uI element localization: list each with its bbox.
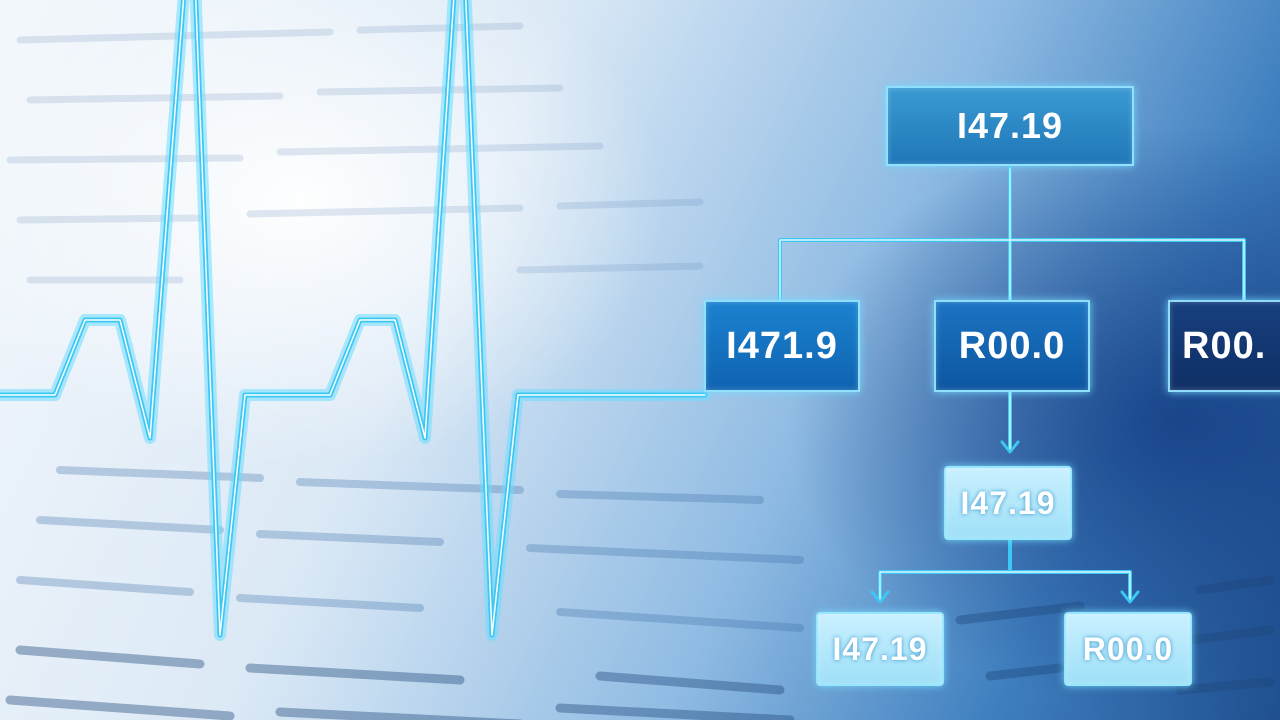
- ecg-core: [0, 0, 706, 636]
- level1-code-box-center: R00.0: [934, 300, 1090, 392]
- child-code-label: I47.19: [960, 484, 1056, 521]
- arrowhead-leaf-right: [1120, 590, 1140, 604]
- leaf-code-box-left: I47.19: [816, 612, 944, 686]
- arrowhead-child: [1000, 440, 1020, 454]
- root-code-box: I47.19: [886, 86, 1134, 166]
- arrowhead-leaf-left: [870, 590, 890, 604]
- leaf-code-label: I47.19: [832, 630, 928, 667]
- level1-code-box-right: R00.: [1168, 300, 1280, 392]
- root-code-label: I47.19: [956, 105, 1064, 146]
- leaf-code-box-right: R00.0: [1064, 612, 1192, 686]
- level1-code-label: R00.: [1182, 324, 1267, 367]
- child-code-box: I47.19: [944, 466, 1072, 540]
- level1-code-label: I471.9: [726, 324, 838, 367]
- level1-code-box-left: I471.9: [704, 300, 860, 392]
- connector-leaf-bar: [878, 570, 1132, 602]
- level1-code-label: R00.0: [958, 324, 1066, 367]
- leaf-code-label: R00.0: [1082, 630, 1174, 667]
